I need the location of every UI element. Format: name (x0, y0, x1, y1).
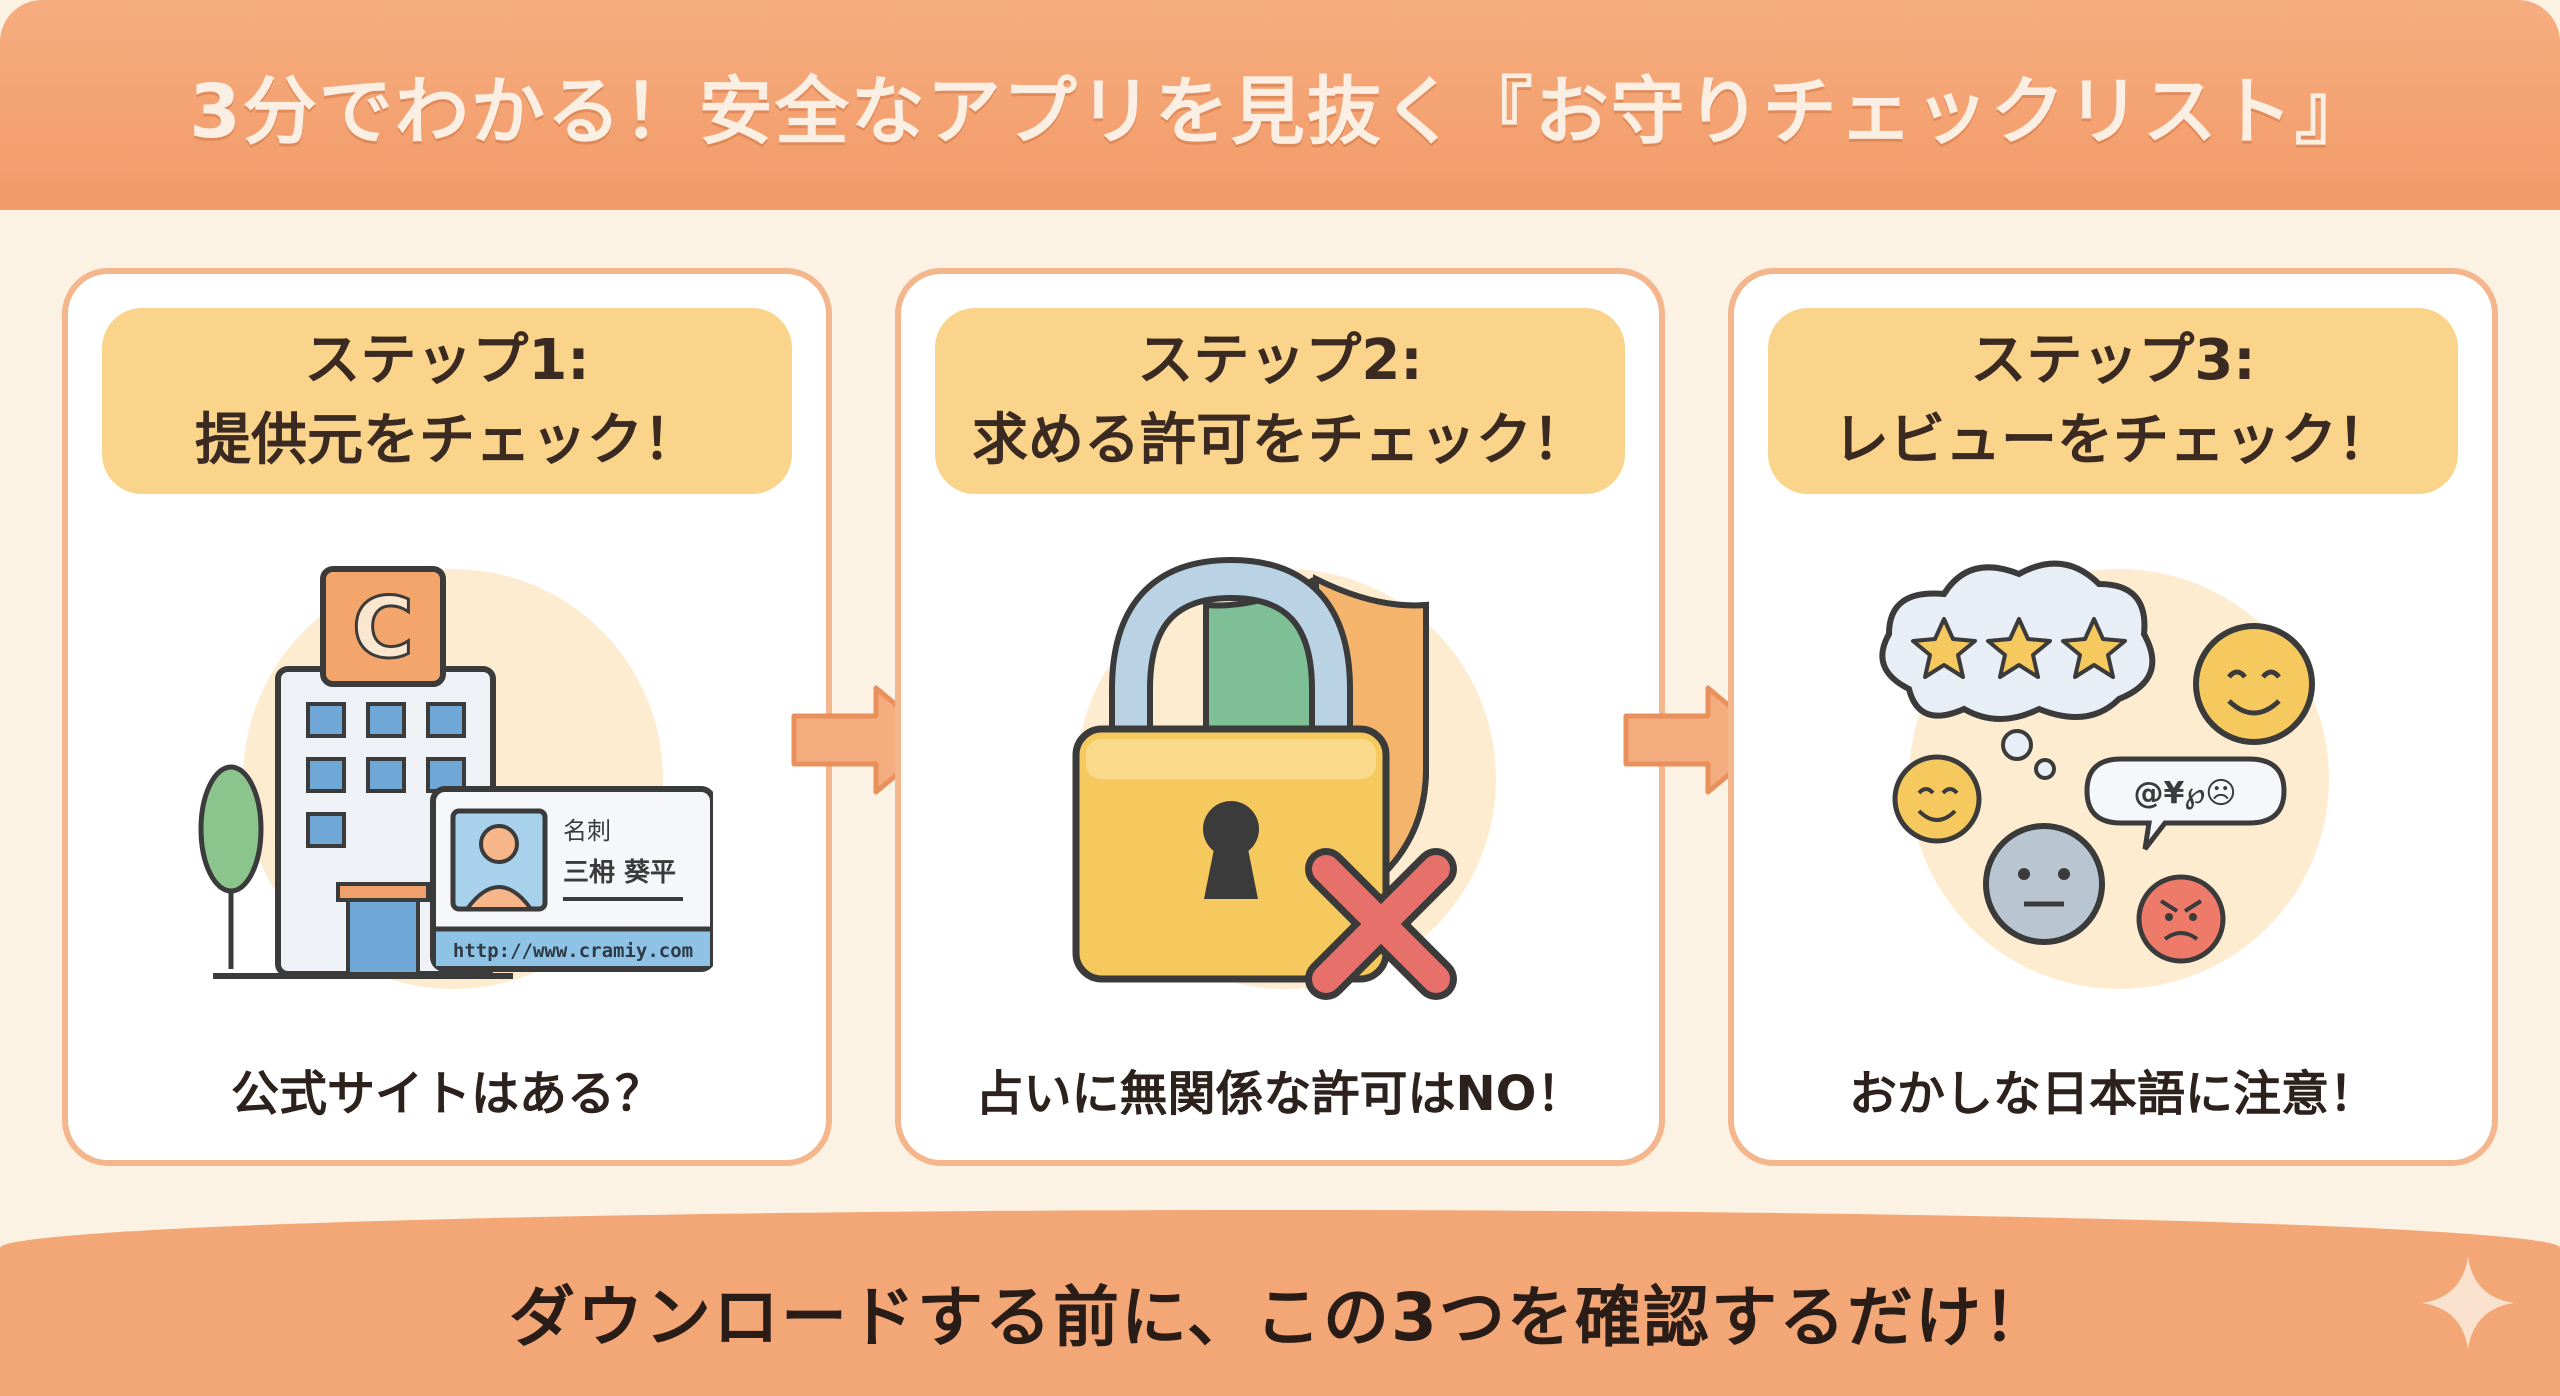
sparkle-icon (2422, 1257, 2514, 1349)
logo-letter: C (352, 579, 414, 677)
header-banner: 3分でわかる！安全なアプリを見抜く『お守りチェックリスト』 (0, 0, 2560, 210)
step-header-3: ステップ3: レビューをチェック！ (1768, 308, 2458, 494)
footer-banner: ダウンロードする前に、この3つを確認するだけ！ (0, 1210, 2560, 1396)
building-icon: C 名刺 三枏 葵平 http://www.cramiy.com (198, 566, 713, 979)
step-header-2: ステップ2: 求める許可をチェック！ (935, 308, 1625, 494)
step-card-3: ステップ3: レビューをチェック！ @¥℘ (1728, 268, 2498, 1166)
step-card-1: ステップ1: 提供元をチェック！ C (62, 268, 832, 1166)
step-title: 求める許可をチェック！ (972, 408, 1588, 473)
review-icon: @¥℘☹ (1879, 560, 2315, 964)
card-name: 三枏 葵平 (563, 858, 676, 888)
permission-illustration (1016, 539, 1546, 1039)
review-illustration: @¥℘☹ (1849, 539, 2379, 1039)
step-title: 提供元をチェック！ (195, 408, 699, 473)
step-caption: おかしな日本語に注意！ (1848, 1066, 2377, 1122)
card-url: http://www.cramiy.com (453, 940, 693, 962)
step-title: レビューをチェック！ (1833, 408, 2393, 473)
garbled-text: @¥℘☹ (2133, 776, 2236, 811)
page-title: 3分でわかる！安全なアプリを見抜く『お守りチェックリスト』 (189, 68, 2371, 155)
lock-icon (1072, 556, 1457, 1000)
step-header-1: ステップ1: 提供元をチェック！ (102, 308, 792, 494)
step-caption: 公式サイトはある？ (230, 1066, 663, 1122)
step-label: ステップ2: (1137, 328, 1423, 393)
card-label: 名刺 (563, 817, 611, 845)
footer-text: ダウンロードする前に、この3つを確認するだけ！ (509, 1279, 2051, 1356)
step-card-2: ステップ2: 求める許可をチェック！ 占いに無関係な許可はNO！ (895, 268, 1665, 1166)
step-label: ステップ1: (304, 328, 590, 393)
step-label: ステップ3: (1970, 328, 2256, 393)
company-illustration: C 名刺 三枏 葵平 http://www.cramiy.com (183, 539, 713, 1039)
step-caption: 占いに無関係な許可はNO！ (975, 1066, 1585, 1122)
